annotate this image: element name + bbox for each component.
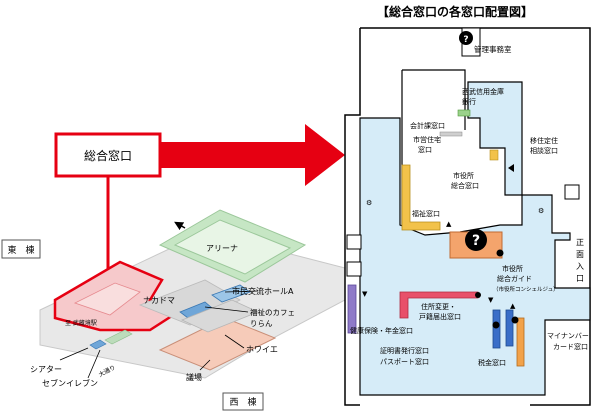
address-label-2: 戸籍届出窓口 [419, 312, 461, 321]
east-building-label-box [1, 239, 41, 259]
arena-arrow [174, 221, 186, 231]
management-office-label: 管理事務室 [474, 44, 512, 54]
entrance-label-4: 口 [576, 274, 584, 283]
welfare-label: 福祉窓口 [412, 209, 440, 218]
bank-label-1: 西武信用金庫 [462, 87, 504, 96]
foyer-label: ホワイエ [246, 345, 278, 354]
upper-corridor [467, 81, 523, 196]
relocation-pointer [508, 164, 514, 172]
station-road-label: 至 武蔵境駅 [65, 319, 97, 327]
mynumber-label-1: マイナンバー [547, 332, 589, 340]
outer-wall-right [530, 150, 591, 406]
city-window-label-1: 市役所 [453, 171, 474, 180]
health-label: 健康保険・年金窓口 [350, 326, 413, 335]
arena-label: アリーナ [206, 244, 238, 253]
guide-help-symbol: ? [472, 233, 480, 249]
accounting-label: 会計課窓口 [410, 121, 445, 130]
elevator-icon-3 [564, 184, 580, 200]
bank-label-2: 銀行 [462, 97, 476, 106]
welfare-arrow-text: ▲ [446, 220, 452, 228]
building-map: アリーナ ナカドマ 至 武蔵境駅 大通り 東 棟 西 棟 市民交流ホールA 福祉… [1, 209, 346, 411]
cafe-label-2: りらん [250, 319, 273, 328]
theater-label: シアター [30, 365, 62, 374]
certificate-pointer [492, 321, 500, 329]
outer-wall-top [360, 27, 591, 150]
housing-label-2: 窓口 [418, 145, 432, 154]
relocation-label-1: 移住定住 [530, 136, 558, 145]
nakadoma-area [138, 279, 241, 326]
west-building-label-box [222, 392, 264, 411]
address-arrow-text: ▼ [488, 296, 494, 304]
address-pointer [475, 292, 481, 298]
entrance-label-2: 面 [576, 250, 584, 259]
guide-label-2: 総合ガイド [497, 274, 532, 283]
certificate-counter [492, 309, 501, 349]
inner-wall-top [402, 69, 466, 130]
entrance-label-1: 正 [576, 238, 584, 247]
mynumber-counter [505, 309, 514, 347]
relocation-label-2: 相談窓口 [530, 146, 558, 155]
stairs-icon-1: ⚙ [366, 199, 372, 207]
health-counter [347, 284, 357, 334]
civic-hall-label: 市民交流ホールA [232, 286, 294, 296]
assembly-label: 議場 [186, 372, 202, 382]
housing-label-1: 市営住宅 [413, 135, 441, 144]
callout-group: 総合窓口 [54, 124, 345, 270]
east-building-top [73, 282, 141, 316]
entrance-label-3: 入 [576, 262, 584, 271]
theater-block [104, 329, 133, 345]
cafe-leader [204, 306, 249, 313]
seven-eleven-block [89, 339, 107, 350]
management-info-icon [459, 31, 473, 45]
outer-wall-left [344, 195, 360, 406]
management-info-symbol: ? [463, 35, 468, 45]
cafe-label-1: 福祉のカフェ [250, 307, 295, 317]
certificate-label-2: パスポート窓口 [380, 357, 429, 366]
seven-eleven-leader [87, 349, 101, 379]
mynumber-pointer [511, 316, 519, 324]
foyer-leader [224, 334, 245, 349]
foyer-block [180, 299, 260, 333]
bank-counter [457, 109, 471, 117]
civic-hall-block [211, 284, 251, 303]
accounting-counter [439, 131, 463, 137]
elevator-icon-1 [346, 234, 362, 250]
elevator-icon-2 [346, 261, 362, 277]
tax-counter [516, 317, 525, 367]
mynumber-label-2: カード窓口 [553, 342, 588, 351]
city-window-label-2: 総合窓口 [451, 181, 479, 190]
odori-street-label: 大通り [97, 363, 117, 379]
callout-label: 総合窓口 [84, 148, 132, 163]
guide-label-3: （市役所コンシェルジュ） [493, 285, 559, 293]
civic-hall-leader [224, 290, 259, 293]
floor-plan: ⚙ ⚙ ? 管理事務室 西武信用金庫 銀行 会計課窓口 市営住宅 窓口 移住定住… [344, 27, 591, 406]
guide-help-icon [465, 229, 487, 251]
tax-label: 税金窓口 [478, 358, 506, 367]
tax-arrow-text: ▲ [510, 302, 516, 310]
west-building-label: 西 棟 [229, 396, 256, 408]
diagram-title: 【総合窓口の各窓口配置図】 [377, 4, 533, 19]
relocation-counter [489, 149, 499, 161]
callout-arrow [160, 124, 345, 186]
stairs-icon-2: ⚙ [538, 207, 544, 215]
health-arrow-text: ▼ [362, 290, 368, 298]
certificate-label-1: 証明書発行窓口 [380, 346, 429, 355]
outer-wall-upper-left [344, 28, 361, 195]
welfare-counter [401, 164, 441, 231]
nakadoma-label: ナカドマ [143, 296, 175, 305]
arena-top [173, 219, 292, 275]
assembly-leader [199, 359, 211, 371]
east-building-label: 東 棟 [7, 244, 34, 256]
theater-leader [59, 347, 89, 361]
guide-pointer [496, 249, 504, 257]
address-label-1: 住所変更・ [421, 302, 456, 311]
guide-label-1: 市役所 [502, 264, 523, 273]
seven-eleven-label: セブンイレブン [42, 378, 98, 388]
